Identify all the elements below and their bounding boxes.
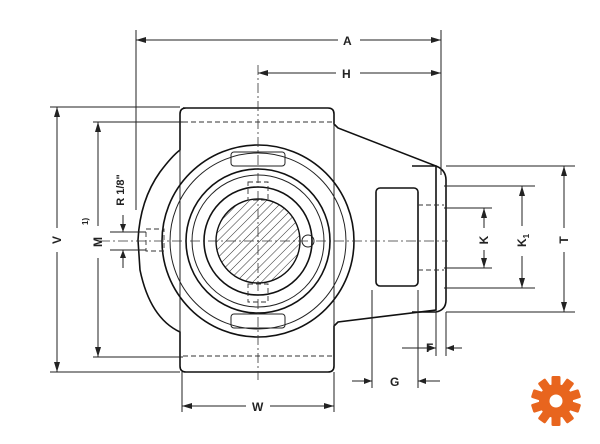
dim-label-g: G [390, 375, 399, 389]
dim-label-k: K [477, 235, 491, 244]
dim-label-f: F [426, 341, 433, 355]
dim-label-t: T [557, 236, 571, 244]
dim-note-m: 1) [81, 218, 90, 225]
gear-icon [531, 376, 581, 426]
dim-label-k1: K1 [515, 233, 531, 247]
dimension-labels: A H V M 1) R 1/8" K K1 T F G W [50, 34, 571, 414]
dim-label-w: W [252, 400, 264, 414]
housing-outline [137, 107, 447, 373]
extension-lines [50, 30, 575, 412]
dim-label-h: H [342, 67, 351, 81]
center-lines [100, 65, 448, 380]
dim-label-m: M [91, 237, 105, 247]
dim-label-r: R 1/8" [115, 174, 127, 206]
dimension-lines [54, 37, 567, 409]
dim-label-a: A [343, 34, 352, 48]
dim-label-v: V [50, 236, 64, 244]
